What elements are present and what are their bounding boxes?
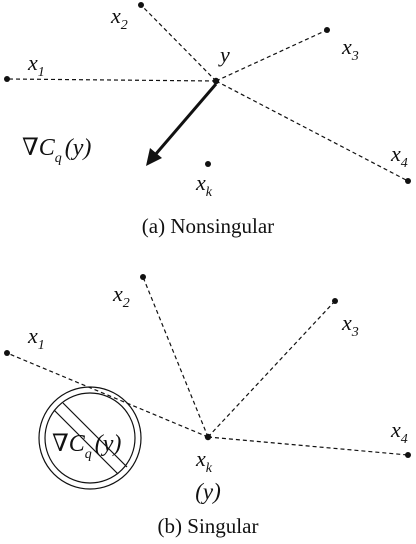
label-a-xk: x xyxy=(195,170,206,195)
panel-a: x1 x2 x3 x4 xk y ∇Cq(y) (a) Nonsingular xyxy=(4,2,411,238)
label-b-x1: x xyxy=(27,323,38,348)
edge-b-x1 xyxy=(6,352,209,438)
point-a-x4 xyxy=(405,178,411,184)
prohibition-slash-a xyxy=(62,402,128,468)
label-b-x4-sub: 4 xyxy=(401,432,408,447)
svg-text:xk: xk xyxy=(195,170,213,200)
point-b-xk xyxy=(204,433,212,441)
point-a-y xyxy=(212,77,220,85)
edge-a-x3 xyxy=(215,29,328,82)
svg-text:x3: x3 xyxy=(341,310,359,340)
label-b-x2-sub: 2 xyxy=(123,296,130,311)
label-a-y: y xyxy=(218,42,230,67)
svg-text:x1: x1 xyxy=(27,323,45,353)
point-a-xk xyxy=(205,161,211,167)
label-a-x2-sub: 2 xyxy=(121,18,128,33)
label-b-nabla: ∇ xyxy=(52,431,69,457)
edge-b-x4 xyxy=(207,436,409,456)
label-a-x1: x xyxy=(27,50,38,75)
point-b-x2 xyxy=(140,274,146,280)
label-b-x2: x xyxy=(112,281,123,306)
edge-a-x2 xyxy=(140,4,217,82)
label-a-C: C xyxy=(39,135,56,161)
label-a-x4-sub: 4 xyxy=(401,156,408,171)
prohibited-gradient-symbol: ∇Cq(y) xyxy=(38,386,142,490)
label-b-x4: x xyxy=(390,417,401,442)
label-a-x3-sub: 3 xyxy=(351,49,359,64)
edge-b-x3 xyxy=(207,300,336,438)
label-a-nabla: ∇ xyxy=(22,135,39,161)
label-b-xk-sub: k xyxy=(206,461,213,476)
label-b-x3-sub: 3 xyxy=(351,325,359,340)
gradient-arrow-a xyxy=(153,83,218,156)
gradient-arrowhead-a xyxy=(146,148,162,166)
svg-text:x4: x4 xyxy=(390,141,408,171)
label-b-arg: (y) xyxy=(95,431,122,457)
svg-text:xk: xk xyxy=(195,446,213,476)
panel-b: ∇Cq(y) x1 x2 x3 x4 xk (y) (b) Singular xyxy=(4,274,411,538)
svg-text:x3: x3 xyxy=(341,34,359,64)
svg-text:∇Cq(y): ∇Cq(y) xyxy=(22,135,91,166)
label-a-xk-sub: k xyxy=(206,185,213,200)
prohibition-slash-b xyxy=(53,409,119,475)
svg-text:x1: x1 xyxy=(27,50,45,80)
prohibition-ring-outer xyxy=(38,386,142,490)
point-b-x1 xyxy=(4,350,10,356)
label-a-x1-sub: 1 xyxy=(38,65,45,80)
label-a-x2: x xyxy=(110,3,121,28)
label-b-q: q xyxy=(85,447,92,462)
label-b-y-paren: (y) xyxy=(195,479,221,504)
label-a-x3: x xyxy=(341,34,352,59)
point-a-x3 xyxy=(324,27,330,33)
prohibition-ring-inner xyxy=(44,392,136,484)
point-a-x2 xyxy=(138,2,144,8)
label-a-arg: (y) xyxy=(65,135,92,161)
label-b-x1-sub: 1 xyxy=(38,338,45,353)
label-a-q: q xyxy=(55,151,62,166)
caption-a: (a) Nonsingular xyxy=(142,214,274,238)
point-b-x4 xyxy=(405,452,411,458)
point-a-x1 xyxy=(4,76,10,82)
label-a-x4: x xyxy=(390,141,401,166)
svg-text:x2: x2 xyxy=(110,3,128,33)
label-b-xk: x xyxy=(195,446,206,471)
point-b-x3 xyxy=(332,298,338,304)
svg-text:x4: x4 xyxy=(390,417,408,447)
label-b-C: C xyxy=(69,431,86,457)
edge-a-x4 xyxy=(215,80,409,182)
svg-text:x2: x2 xyxy=(112,281,130,311)
label-b-x3: x xyxy=(341,310,352,335)
caption-b: (b) Singular xyxy=(158,514,259,538)
svg-text:∇Cq(y): ∇Cq(y) xyxy=(52,431,121,462)
edge-b-x2 xyxy=(142,276,209,438)
